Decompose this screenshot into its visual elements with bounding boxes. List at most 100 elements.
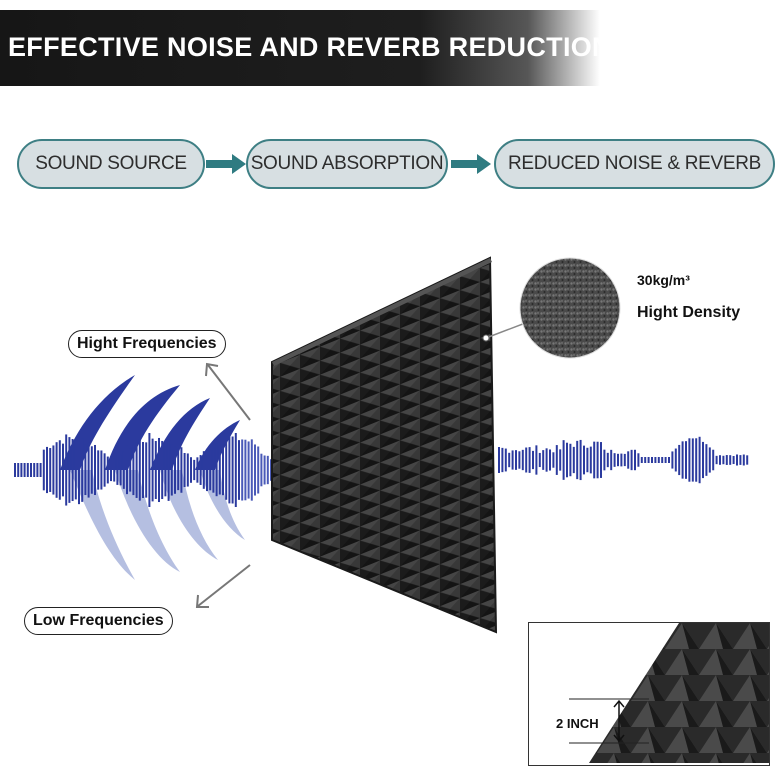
wave-bar	[158, 437, 160, 503]
wave-bar	[504, 448, 507, 472]
wave-bar	[71, 438, 74, 502]
wave-bar	[250, 439, 253, 501]
wave-bar	[620, 453, 623, 467]
wave-bar	[593, 441, 596, 479]
arrow-high-frequency-icon	[205, 362, 251, 421]
wave-bar	[630, 449, 633, 471]
wave-bar	[94, 444, 96, 496]
wave-bar	[742, 454, 745, 466]
wave-bar	[215, 443, 218, 497]
wave-bar	[518, 451, 521, 469]
wave-bar	[596, 441, 599, 479]
wave-bar	[647, 457, 650, 463]
wave-bar	[177, 449, 180, 491]
wave-bar	[613, 453, 616, 467]
wave-bar	[586, 447, 589, 473]
wave-bar	[55, 442, 58, 498]
wave-bar	[538, 452, 541, 468]
wave-bar	[266, 455, 269, 485]
wave-bar	[705, 444, 708, 476]
wave-bar	[257, 446, 260, 494]
arrow-right-icon	[451, 154, 491, 174]
wave-bar	[167, 439, 170, 501]
wave-bar	[46, 446, 48, 494]
wave-bar	[113, 458, 116, 482]
wave-bar	[722, 455, 725, 465]
wave-bar	[199, 455, 202, 485]
wave-bar	[26, 463, 29, 477]
wave-bar	[508, 452, 511, 468]
wave-bar	[193, 459, 196, 481]
wave-bar	[62, 443, 64, 497]
wave-bar	[247, 441, 250, 499]
wave-bar	[52, 445, 55, 495]
wave-bar	[190, 457, 192, 483]
wave-bar	[606, 452, 609, 468]
wave-bar	[170, 444, 173, 496]
wave-bar	[33, 463, 36, 477]
wave-bar	[549, 449, 551, 471]
wave-bar	[668, 457, 670, 463]
wave-bar	[209, 449, 212, 491]
wave-bar	[23, 463, 26, 477]
wave-bar	[58, 440, 61, 500]
thickness-label: 2 INCH	[556, 716, 599, 731]
wave-bar	[84, 444, 87, 496]
wave-bar	[74, 440, 77, 500]
wave-bar	[688, 438, 691, 482]
flow-step-label: SOUND SOURCE	[35, 153, 187, 174]
low-frequencies-text: Low Frequencies	[33, 612, 164, 629]
flow-step-sound-absorption: SOUND ABSORPTION	[246, 139, 448, 189]
thickness-inset	[528, 622, 770, 766]
wave-bar	[708, 447, 711, 473]
header-title: EFFECTIVE NOISE AND REVERB REDUCTION	[8, 32, 612, 62]
wave-bar	[138, 439, 141, 501]
wave-bar	[634, 449, 636, 471]
wave-bar	[589, 446, 592, 474]
wave-bar	[640, 457, 643, 463]
wave-bar	[746, 455, 749, 465]
magnifier-pointer	[485, 321, 529, 339]
wave-bar	[566, 442, 568, 478]
foam-closeup	[569, 623, 769, 763]
wave-bar	[238, 440, 240, 500]
wave-bar	[719, 455, 721, 465]
wave-bar	[81, 438, 84, 502]
wave-reflection-light	[70, 470, 245, 580]
wave-bar	[511, 450, 514, 470]
wave-bar	[681, 441, 684, 479]
wave-bar	[14, 463, 16, 477]
wave-bar	[234, 433, 237, 507]
wave-bar	[106, 456, 109, 484]
wave-bar	[685, 441, 687, 479]
wave-bar	[186, 453, 189, 487]
flow-step-sound-source: SOUND SOURCE	[17, 139, 205, 189]
arrow-right-icon	[206, 154, 246, 174]
wave-bar	[212, 447, 215, 493]
wave-bar	[145, 442, 148, 498]
wave-bar	[637, 453, 640, 467]
wave-bar	[715, 455, 718, 465]
wave-bar	[244, 439, 247, 501]
arrow-low-frequency-icon	[195, 564, 251, 608]
wave-bar	[97, 450, 100, 490]
wave-bar	[610, 449, 613, 471]
wave-bar	[535, 445, 538, 475]
wave-bar	[206, 448, 208, 492]
wave-bar	[583, 445, 585, 475]
wave-bar	[151, 438, 154, 502]
wave-bar	[545, 448, 548, 472]
header-banner: EFFECTIVE NOISE AND REVERB REDUCTION	[0, 10, 612, 86]
wave-bar	[132, 444, 135, 496]
wave-bar	[555, 445, 558, 475]
wave-bar	[678, 444, 681, 476]
wave-bar	[664, 457, 667, 463]
wave-bar	[42, 449, 45, 491]
foam-panel-edge	[272, 258, 492, 366]
high-frequencies-text: Hight Frequencies	[77, 335, 217, 352]
wave-bar	[532, 450, 534, 470]
wave-bar	[674, 448, 677, 472]
wave-bar	[572, 446, 575, 474]
wave-bar	[119, 454, 122, 486]
wave-bar	[68, 437, 71, 503]
